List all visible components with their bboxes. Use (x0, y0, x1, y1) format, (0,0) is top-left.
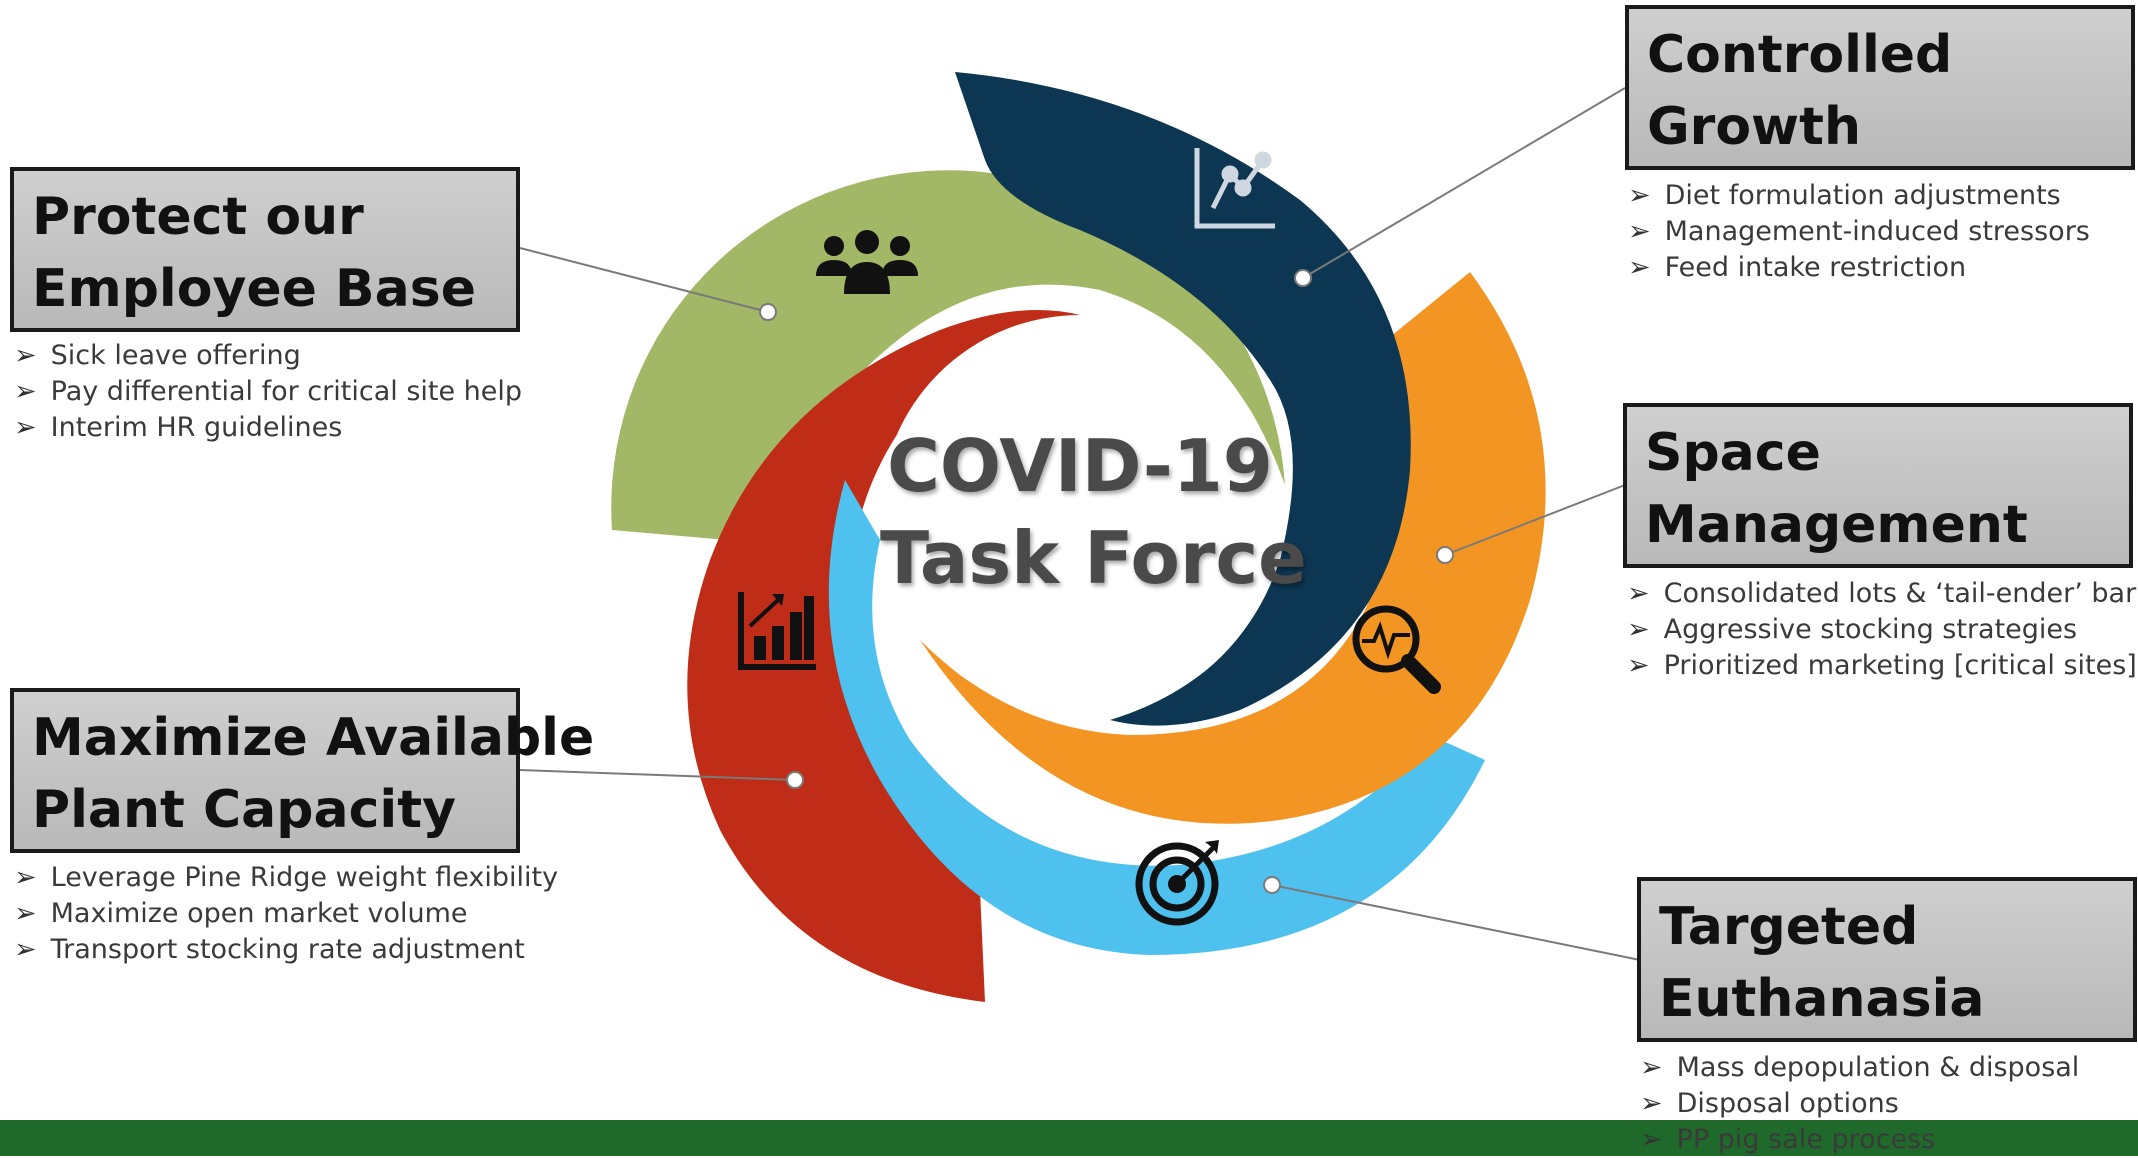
connector-euthanasia (1271, 884, 1641, 961)
plant-title-line1: Maximize Available (32, 708, 595, 768)
euthanasia-bullet: PP pig sale process (1640, 1122, 2079, 1158)
arc-blue (828, 480, 1485, 955)
growth-bullets: Diet formulation adjustments Management-… (1628, 178, 2090, 286)
connector-employee-dot (759, 303, 777, 321)
euthanasia-bullets: Mass depopulation & disposal Disposal op… (1640, 1050, 2080, 1158)
people-group-icon (816, 230, 918, 294)
euthanasia-title-line1: Targeted (1659, 897, 1919, 957)
space-bullet: Consolidated lots & ‘tail-ender’ barns (1627, 576, 2138, 612)
plant-title-line2: Plant Capacity (32, 780, 456, 840)
space-title-box: Space Management (1623, 403, 2133, 568)
employee-title-line2: Employee Base (32, 259, 476, 319)
connector-plant-dot (786, 771, 804, 789)
employee-title-line1: Protect our (32, 187, 364, 247)
center-title: COVID-19 Task Force (880, 420, 1307, 604)
connector-employee (519, 247, 769, 313)
space-title-line1: Space (1645, 423, 1821, 483)
growth-bullet: Management-induced stressors (1628, 214, 2090, 250)
connector-space (1444, 484, 1626, 556)
euthanasia-bullet: Mass depopulation & disposal (1640, 1050, 2080, 1086)
employee-bullets: Sick leave offering Pay differential for… (14, 338, 522, 446)
connector-plant (519, 769, 796, 781)
space-bullet: Prioritized marketing [critical sites] (1627, 648, 2138, 684)
growth-title-line1: Controlled (1647, 25, 1953, 85)
connector-growth-dot (1294, 269, 1312, 287)
center-hole (880, 315, 1280, 715)
magnifier-pulse-icon (1352, 605, 1441, 694)
employee-title-box: Protect our Employee Base (10, 167, 520, 332)
center-title-line2: Task Force (880, 516, 1307, 600)
target-arrow-icon (1135, 840, 1219, 926)
arc-red (687, 310, 1080, 1002)
bar-chart-up-icon (738, 592, 816, 670)
arc-orange (920, 272, 1546, 824)
growth-title-line2: Growth (1647, 97, 1861, 157)
plant-bullet: Maximize open market volume (14, 896, 558, 932)
space-bullets: Consolidated lots & ‘tail-ender’ barns A… (1627, 576, 2138, 684)
growth-bullet: Feed intake restriction (1628, 250, 2090, 286)
space-bullet: Aggressive stocking strategies (1627, 612, 2138, 648)
plant-bullets: Leverage Pine Ridge weight flexibility M… (14, 860, 558, 968)
growth-title-box: Controlled Growth (1625, 5, 2135, 170)
employee-bullet: Pay differential for critical site help (14, 374, 522, 410)
euthanasia-bullet: Disposal options (1640, 1086, 2079, 1122)
growth-bullet: Diet formulation adjustments (1628, 178, 2090, 214)
employee-bullet: Interim HR guidelines (14, 410, 522, 446)
euthanasia-title-box: Targeted Euthanasia (1637, 877, 2137, 1042)
arc-navy (955, 72, 1411, 726)
plant-bullet: Leverage Pine Ridge weight flexibility (14, 860, 558, 896)
connector-euthanasia-dot (1263, 876, 1281, 894)
connectors (519, 87, 1641, 961)
line-chart-icon (1194, 148, 1275, 229)
plant-bullet: Transport stocking rate adjustment (14, 932, 558, 968)
employee-bullet: Sick leave offering (14, 338, 522, 374)
plant-title-box: Maximize Available Plant Capacity (10, 688, 595, 853)
center-title-line1: COVID-19 (887, 424, 1273, 508)
space-title-line2: Management (1645, 495, 2028, 555)
connector-space-dot (1436, 546, 1454, 564)
euthanasia-title-line2: Euthanasia (1659, 969, 1985, 1029)
connector-growth (1302, 87, 1626, 279)
